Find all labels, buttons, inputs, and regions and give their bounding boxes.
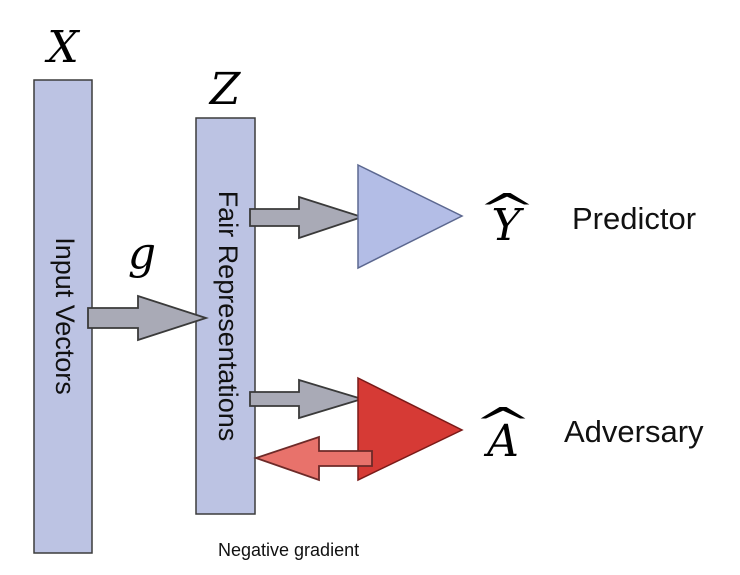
g-symbol: g bbox=[128, 228, 156, 279]
encoder-arrow bbox=[87, 294, 209, 342]
predictor-label: Predictor bbox=[572, 201, 696, 236]
predictor-triangle bbox=[357, 163, 464, 270]
y-hat-accent: ^ bbox=[477, 185, 537, 234]
fair-representations-bar bbox=[195, 117, 256, 515]
negative-gradient-arrow bbox=[253, 435, 373, 482]
x-symbol: X bbox=[44, 22, 80, 73]
adversary-label: Adversary bbox=[564, 414, 704, 449]
a-hat-symbol: A bbox=[483, 416, 519, 467]
negative-gradient-label: Negative gradient bbox=[218, 540, 359, 560]
to-adversary-arrow bbox=[249, 378, 366, 420]
input-vectors-label: Input Vectors bbox=[50, 237, 80, 395]
y-hat-symbol: Y bbox=[491, 200, 524, 251]
to-predictor-arrow bbox=[249, 195, 365, 240]
fair-representations-label: Fair Representations bbox=[213, 191, 243, 442]
a-hat-accent: ^ bbox=[473, 399, 533, 448]
input-vectors-bar bbox=[33, 79, 93, 554]
adversary-triangle bbox=[357, 376, 464, 482]
z-symbol: Z bbox=[208, 64, 242, 115]
